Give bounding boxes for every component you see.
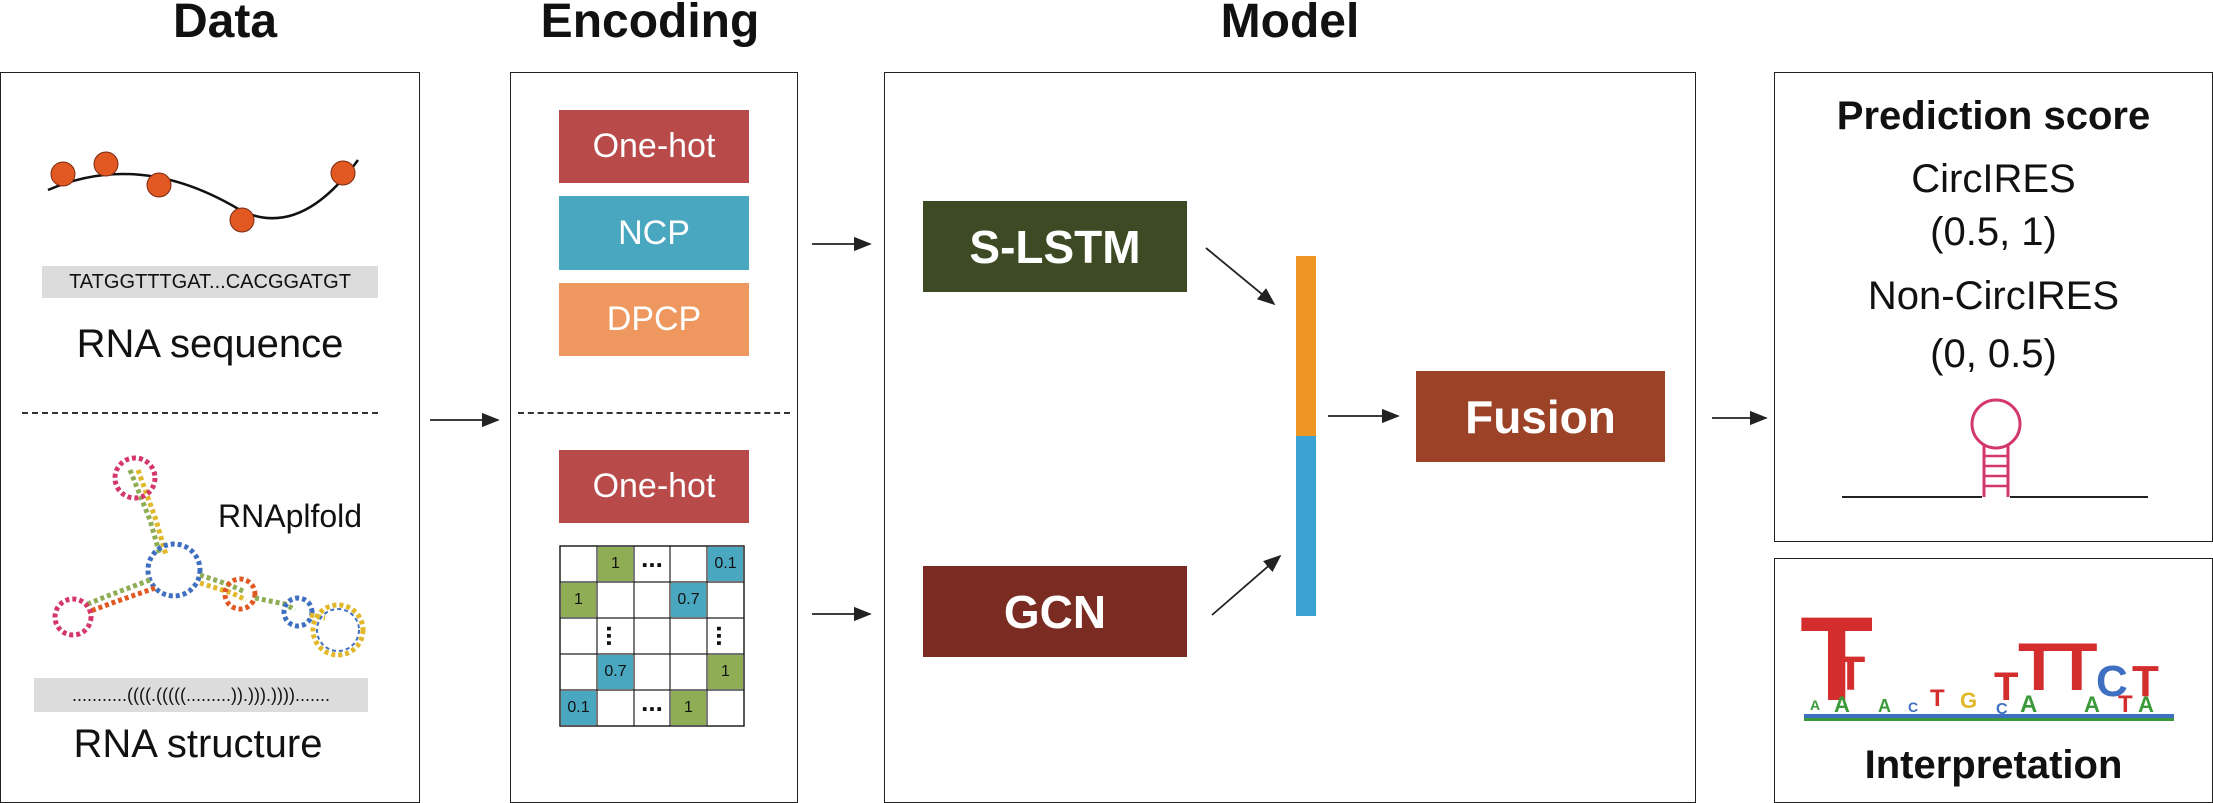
matrix-cell: 1: [611, 555, 620, 572]
header-model: Model: [1220, 0, 1360, 48]
matrix-ellipsis-vertical: ...: [711, 625, 741, 647]
positive-score-range: (0.5, 1): [1930, 210, 2057, 254]
svg-text:T: T: [2118, 691, 2133, 718]
header-data: Data: [172, 0, 278, 48]
svg-text:A: A: [1834, 692, 1850, 717]
interpretation-label: Interpretation: [1864, 743, 2123, 787]
encoding-divider: [518, 412, 790, 414]
svg-text:A: A: [2084, 692, 2100, 717]
rnaplfold-label: RNAplfold: [218, 498, 363, 534]
svg-text:T: T: [2018, 629, 2060, 705]
svg-text:C: C: [2096, 657, 2128, 706]
structure-text: ...........((((.(((((.........)).))).)))…: [72, 684, 330, 705]
matrix-ellipsis-vertical: ...: [601, 625, 631, 647]
svg-text:C: C: [1996, 701, 2008, 718]
svg-text:T: T: [2132, 657, 2159, 706]
onehot-bottom-box: One-hot: [559, 450, 749, 523]
data-divider: [22, 412, 378, 414]
negative-score-range: (0, 0.5): [1930, 332, 2057, 376]
svg-text:A: A: [1878, 696, 1891, 716]
svg-text:C: C: [1908, 699, 1918, 715]
matrix-cell: 0.1: [714, 555, 737, 572]
svg-text:A: A: [1810, 697, 1820, 713]
svg-text:T: T: [1994, 665, 2018, 709]
svg-text:T: T: [1930, 685, 1945, 712]
onehot-top-box: One-hot: [559, 110, 749, 183]
matrix-cell: 1: [684, 699, 693, 716]
svg-text:T: T: [1836, 648, 1865, 701]
header-encoding: Encoding: [540, 0, 760, 48]
dpcp-box: DPCP: [559, 283, 749, 356]
prediction-title: Prediction score: [1836, 94, 2151, 138]
fusion-box: Fusion: [1416, 371, 1665, 462]
matrix-cell: 0.7: [604, 663, 627, 680]
svg-text:A: A: [2020, 691, 2037, 718]
interpretation-panel: [1774, 558, 2213, 803]
svg-text:A: A: [2138, 692, 2154, 717]
svg-text:T: T: [1800, 592, 1873, 726]
ncp-box: NCP: [559, 196, 749, 270]
structure-text-bar: ...........((((.(((((.........)).))).)))…: [34, 678, 368, 712]
svg-text:T: T: [2056, 629, 2098, 705]
gcn-box: GCN: [923, 566, 1187, 657]
matrix-ellipsis: ...: [641, 686, 663, 717]
rna-sequence-label: RNA sequence: [76, 322, 344, 366]
matrix-cell: 1: [721, 663, 730, 680]
rna-structure-label: RNA structure: [73, 722, 323, 766]
matrix-cell: 1: [574, 591, 583, 608]
prediction-panel: [1774, 72, 2213, 542]
positive-class-label: CircIRES: [1911, 157, 2076, 201]
sequence-text: TATGGTTTGAT...CACGGATGT: [69, 270, 351, 293]
svg-text:G: G: [1960, 688, 1977, 713]
matrix-ellipsis: ...: [641, 542, 663, 573]
fusion-bar-bottom: [1296, 436, 1316, 616]
fusion-bar-top: [1296, 256, 1316, 436]
matrix-cell: 0.1: [567, 699, 590, 716]
slstm-box: S-LSTM: [923, 201, 1187, 292]
matrix-cell: 0.7: [677, 591, 700, 608]
sequence-text-bar: TATGGTTTGAT...CACGGATGT: [42, 266, 378, 298]
negative-class-label: Non-CircIRES: [1867, 274, 2120, 318]
